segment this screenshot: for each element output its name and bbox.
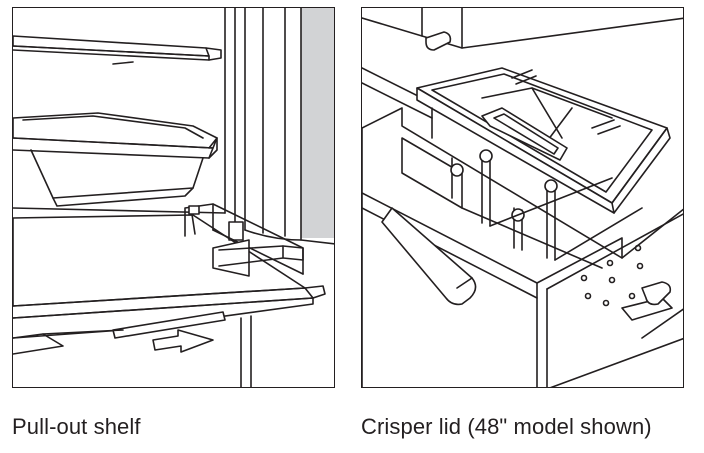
pull-out-shelf-figure xyxy=(12,7,335,388)
pull-out-shelf-illustration-icon xyxy=(13,8,334,387)
crisper-lid-caption: Crisper lid (48" model shown) xyxy=(361,414,652,439)
pull-out-shelf-caption: Pull-out shelf xyxy=(12,414,141,439)
crisper-lid-figure xyxy=(361,7,684,388)
crisper-lid-illustration-icon xyxy=(362,8,683,387)
